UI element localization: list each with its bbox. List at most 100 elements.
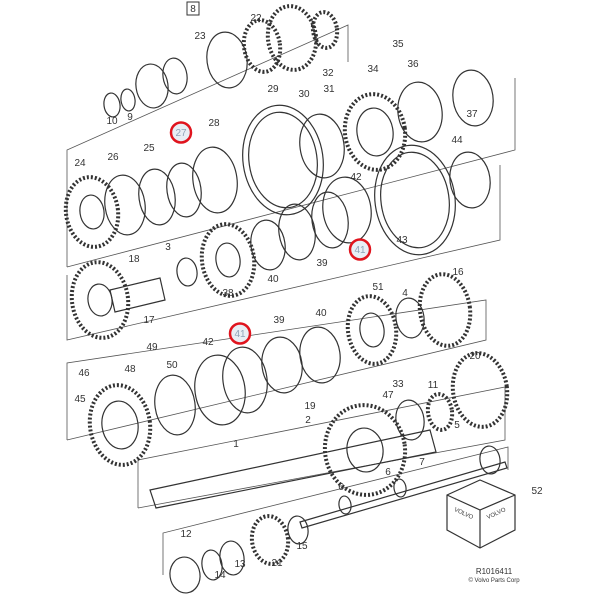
ring-part	[374, 144, 456, 256]
callout-label: 4	[402, 288, 408, 299]
callout-label: 38	[222, 288, 234, 299]
callout-label: 32	[322, 68, 334, 79]
callout-label: 19	[304, 401, 316, 412]
callout-label: 9	[127, 112, 133, 123]
callout-label: 12	[180, 529, 192, 540]
ring-part	[395, 399, 425, 441]
gear-part	[265, 4, 319, 72]
callout-4: 4	[402, 288, 408, 299]
callout-21: 21	[271, 558, 283, 569]
ring-part	[338, 495, 352, 515]
callout-label: 16	[452, 267, 464, 278]
callout-label: 41	[354, 245, 366, 256]
ring-part	[79, 194, 105, 230]
callout-label: 17	[143, 315, 155, 326]
callout-45: 45	[74, 394, 86, 405]
callout-label: 30	[298, 89, 310, 100]
callout-label: 42	[350, 172, 362, 183]
ring-part	[479, 445, 501, 475]
callout-46: 46	[78, 368, 90, 379]
callout-label: 23	[194, 31, 206, 42]
callout-25: 25	[143, 143, 155, 154]
ring-part	[449, 151, 491, 209]
callout-12: 12	[180, 529, 192, 540]
ring-part	[166, 162, 202, 218]
callout-label: 44	[451, 135, 463, 146]
callout-52: 52	[531, 486, 543, 497]
callout-label: 39	[316, 258, 328, 269]
callout-label: 28	[208, 118, 220, 129]
ring-part	[169, 556, 201, 594]
callout-29: 29	[267, 84, 279, 95]
callout-label: 1	[233, 439, 239, 450]
callout-7: 7	[419, 457, 425, 468]
callout-18: 18	[128, 254, 140, 265]
callout-label: 5	[454, 420, 460, 431]
box-brand-right: VOLVO	[486, 507, 507, 521]
gear-part	[69, 260, 131, 340]
reference-code: R1016411	[476, 567, 513, 576]
callout-label: 47	[382, 390, 394, 401]
callout-label: 8	[190, 4, 196, 15]
callout-label: 48	[124, 364, 136, 375]
callout-label: 34	[367, 64, 379, 75]
callout-40: 40	[315, 308, 327, 319]
callout-26: 26	[107, 152, 119, 163]
highlight-circle	[228, 322, 252, 345]
callout-36: 36	[407, 59, 419, 70]
ring-part	[380, 151, 450, 249]
main-shaft	[149, 429, 437, 509]
ring-part	[154, 374, 196, 436]
gear-part	[322, 403, 408, 497]
ring-part	[101, 400, 139, 450]
box-brand-left: VOLVO	[453, 507, 474, 521]
gear-part	[63, 175, 121, 249]
callout-label: 13	[234, 559, 246, 570]
ring-part	[222, 346, 268, 414]
ring-part	[135, 63, 169, 109]
gear-part	[425, 392, 455, 432]
callout-label: 50	[166, 360, 178, 371]
gear-part	[249, 514, 291, 566]
callout-label: 42	[202, 337, 214, 348]
callout-20: 20	[469, 351, 481, 362]
callout-35: 35	[392, 39, 404, 50]
copyright: © Volvo Parts Corp	[468, 577, 520, 584]
callout-27: 27	[169, 121, 193, 144]
callout-17: 17	[143, 315, 155, 326]
callout-41: 41	[228, 322, 252, 345]
callout-label: 41	[234, 329, 246, 340]
ring-part	[278, 203, 316, 261]
callout-16: 16	[452, 267, 464, 278]
callout-38: 38	[222, 288, 234, 299]
ring-part	[346, 427, 384, 473]
ring-part	[194, 354, 246, 426]
gear-part	[450, 351, 510, 429]
ring-part	[104, 174, 146, 236]
callout-label: 10	[106, 116, 118, 127]
callout-47: 47	[382, 390, 394, 401]
callout-6: 6	[338, 482, 344, 493]
callout-label: 43	[396, 235, 408, 246]
callout-label: 3	[165, 242, 171, 253]
ring-part	[248, 111, 318, 209]
shafts	[109, 277, 508, 529]
ring-part	[393, 478, 407, 498]
ring-part	[176, 257, 198, 287]
callout-44: 44	[451, 135, 463, 146]
ring-part	[162, 57, 188, 95]
input-shaft	[109, 277, 166, 313]
ring-part	[395, 297, 425, 339]
callout-48: 48	[124, 364, 136, 375]
callout-label: 18	[128, 254, 140, 265]
ring-part	[311, 191, 349, 249]
ring-part	[261, 336, 303, 394]
callout-6: 6	[385, 467, 391, 478]
callout-50: 50	[166, 360, 178, 371]
callout-13: 13	[234, 559, 246, 570]
ring-part	[299, 113, 345, 179]
callout-37: 37	[466, 109, 478, 120]
callout-label: 7	[419, 457, 425, 468]
highlight-circle	[348, 238, 372, 261]
